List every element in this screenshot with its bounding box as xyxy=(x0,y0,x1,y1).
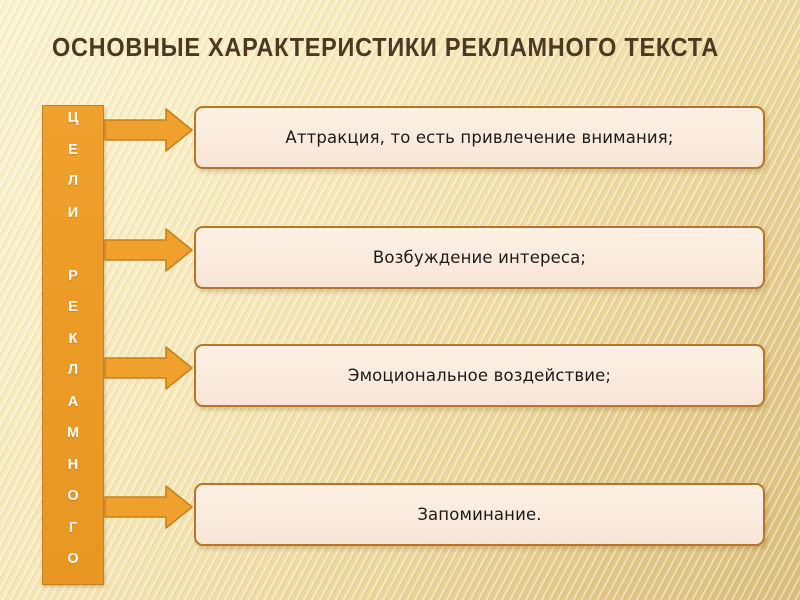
goal-box[interactable]: Возбуждение интереса; xyxy=(194,226,765,289)
vertical-label-space xyxy=(43,237,103,252)
goal-box-label: Запоминание. xyxy=(417,505,542,524)
goal-box-label: Эмоциональное воздействие; xyxy=(347,366,612,385)
arrow-right-icon xyxy=(104,226,194,274)
vertical-label-letter: Р xyxy=(68,267,78,284)
vertical-label-letter: Ц xyxy=(67,110,79,126)
vertical-label-letter: О xyxy=(67,551,79,567)
vertical-label-letter: Е xyxy=(68,141,78,158)
goal-box[interactable]: Аттракция, то есть привлечение внимания; xyxy=(194,106,765,169)
vertical-label-letter: Л xyxy=(67,362,79,378)
goal-box-label: Аттракция, то есть привлечение внимания; xyxy=(285,128,674,147)
arrow-right-icon xyxy=(104,106,194,154)
vertical-label-letter: О xyxy=(67,488,79,504)
arrow-right-icon xyxy=(104,344,194,392)
goal-box-label: Возбуждение интереса; xyxy=(372,248,587,267)
page-title: ОСНОВНЫЕ ХАРАКТЕРИСТИКИ РЕКЛАМНОГО ТЕКСТ… xyxy=(52,34,719,62)
vertical-label-letter: К xyxy=(68,330,78,347)
vertical-label-letter: Е xyxy=(68,299,78,315)
vertical-label-letter: Г xyxy=(68,519,78,536)
goal-box[interactable]: Запоминание. xyxy=(194,483,765,546)
vertical-label-letter: М xyxy=(66,425,80,441)
arrow-right-icon xyxy=(104,483,194,531)
vertical-label-letter: Л xyxy=(67,173,79,189)
vertical-label-letter: И xyxy=(67,204,79,221)
goal-box[interactable]: Эмоциональное воздействие; xyxy=(194,344,765,407)
vertical-label-letter: Н xyxy=(67,456,79,473)
vertical-label-space xyxy=(43,584,103,599)
vertical-label-letter: А xyxy=(67,393,79,410)
